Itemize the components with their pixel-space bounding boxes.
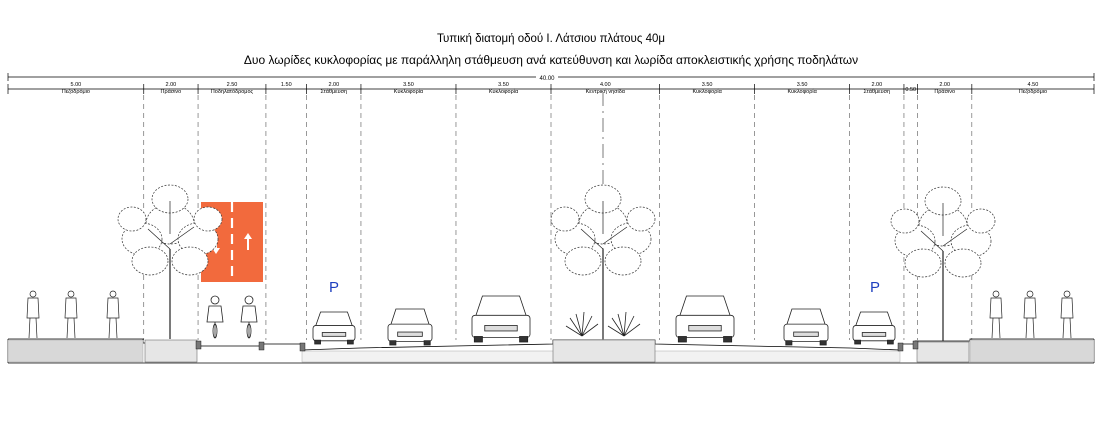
median-shrubs — [565, 311, 641, 337]
segment-width: 0.50 — [905, 87, 916, 93]
segment-label: Πεζοδρόμιο — [62, 88, 90, 95]
segment-width: 4.00 — [600, 82, 611, 88]
dimension-ticks — [7, 84, 1095, 94]
segment-width: 3.50 — [702, 82, 713, 88]
cars — [312, 295, 896, 346]
drawing-title: Τυπική διατομή οδού Ι. Λάτσιου πλάτους 4… — [436, 33, 665, 45]
car-icon — [675, 295, 735, 343]
cyclist-icon — [240, 295, 258, 339]
cyclist-icon — [206, 295, 224, 339]
tree-pits — [144, 339, 970, 363]
total-dimension: 40.00 — [7, 73, 1095, 82]
segment-width: 3.50 — [797, 82, 808, 88]
shrub-icon — [607, 311, 641, 337]
segment-width: 2.50 — [227, 82, 238, 88]
segment-width: 5.00 — [71, 82, 82, 88]
drawing-subtitle: Δυο λωρίδες κυκλοφορίας με παράλληλη στά… — [243, 53, 859, 67]
segment-label: Στάθμευση — [321, 88, 348, 95]
pedestrians — [26, 290, 1074, 339]
shrub-icon — [565, 311, 599, 337]
segment-label: Κυκλοφορία — [394, 89, 424, 95]
segment-label: Πεζοδρόμιο — [1019, 88, 1047, 95]
pedestrian-icon — [106, 290, 120, 339]
segment-label: Πράσινο — [934, 88, 955, 95]
tree-icon — [890, 186, 996, 341]
segment-label: Κεντρική νησίδα — [586, 88, 626, 95]
segment-label: Κυκλοφορία — [787, 89, 817, 95]
car-icon — [471, 295, 531, 343]
tree-icon — [117, 184, 223, 339]
car-icon — [312, 311, 356, 345]
segment-width: 2.00 — [939, 82, 950, 88]
car-icon — [783, 308, 829, 346]
pedestrian-icon — [26, 290, 40, 339]
segment-label: Κυκλοφορία — [489, 89, 519, 95]
pedestrian-icon — [64, 290, 78, 339]
segment-width: 2.00 — [166, 82, 177, 88]
car-icon — [852, 311, 896, 345]
tree-icon — [550, 184, 656, 339]
pedestrian-icon — [989, 290, 1003, 339]
segment-label: Κυκλοφορία — [692, 89, 722, 95]
car-icon — [387, 308, 433, 346]
segment-label: Στάθμευση — [864, 88, 891, 95]
segment-width: 2.00 — [328, 82, 339, 88]
segment-width: 3.50 — [498, 82, 509, 88]
total-width-label: 40.00 — [539, 76, 555, 82]
pedestrian-icon — [1060, 290, 1074, 339]
pedestrian-icon — [1023, 290, 1037, 339]
cyclists — [206, 295, 258, 339]
parking-sign: P — [329, 279, 339, 296]
trees — [117, 184, 996, 341]
arrow-up-icon — [244, 233, 252, 250]
segment-labels: Πεζοδρόμιο Πράσινο Ποδηλατόδρομος Στάθμε… — [62, 88, 1047, 95]
segment-label: Πράσινο — [161, 88, 182, 95]
parking-sign: P — [870, 279, 880, 296]
segment-width: 4.50 — [1028, 82, 1039, 88]
segment-guides — [143, 95, 973, 340]
segment-width: 3.50 — [403, 82, 414, 88]
segment-width: 2.00 — [871, 82, 882, 88]
segment-width: 1.50 — [281, 82, 292, 88]
segment-label: Ποδηλατόδρομος — [211, 88, 254, 95]
segment-widths: 5.00 2.00 2.50 1.50 2.00 3.50 3.50 4.00 … — [71, 82, 1039, 93]
curb-stones — [195, 340, 919, 352]
